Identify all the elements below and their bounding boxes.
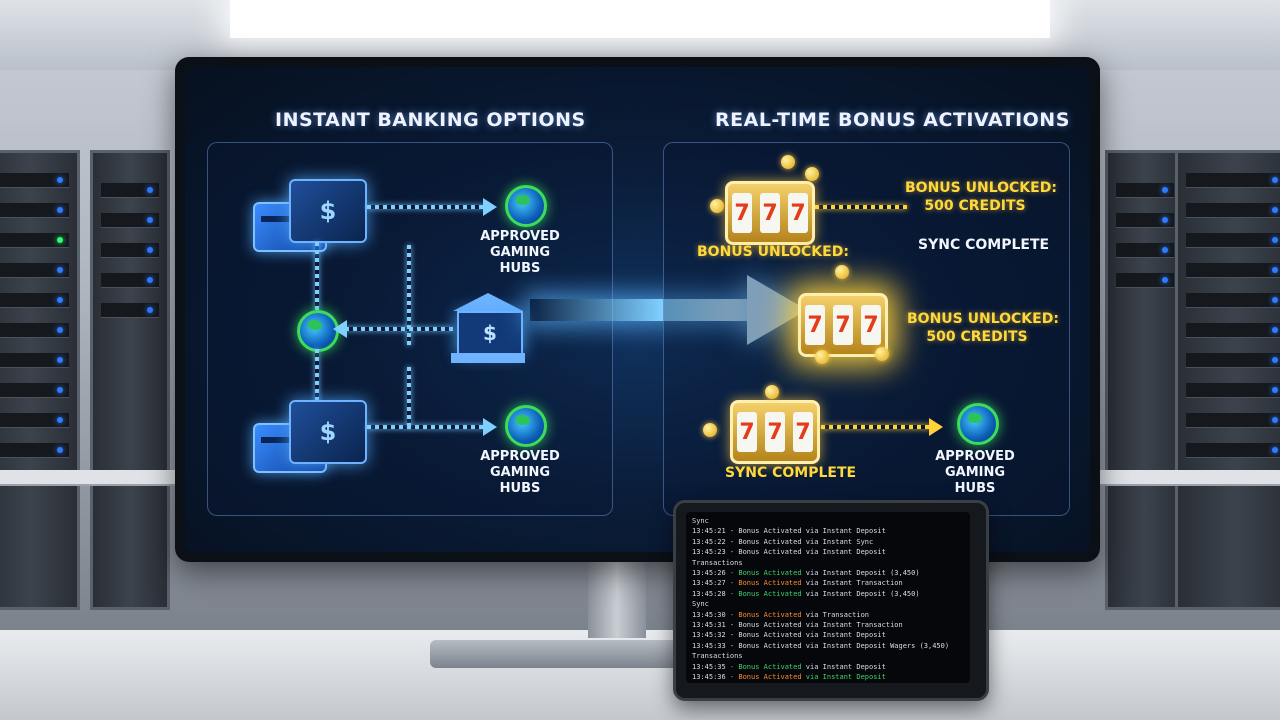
coin-icon	[710, 199, 724, 213]
log-line: 13:45:32 - Bonus Activated via Instant D…	[692, 631, 886, 640]
log-line: 13:45:23 - Bonus Activated via Instant D…	[692, 548, 886, 557]
side-table-left	[0, 470, 178, 486]
tablet: Sync 13:45:21 - Bonus Activated via Insta…	[673, 500, 989, 701]
log-line: 13:45:28 - Bonus Activated via Instant D…	[692, 589, 920, 598]
log-line: 13:45:33 - Bonus Activated via Instant D…	[692, 641, 950, 650]
log-line: 13:45:35 - Bonus Activated via Instant D…	[692, 662, 886, 671]
log-line: Sync	[692, 517, 709, 525]
safe-dollar-icon: $	[289, 179, 367, 243]
coin-icon	[805, 167, 819, 181]
arrow-left-icon	[333, 320, 347, 338]
log-line: 13:45:36 - Bonus Activated via Instant D…	[692, 673, 886, 682]
globe-icon-middle	[297, 310, 339, 352]
gold-flow-line	[815, 205, 907, 209]
flow-line	[345, 327, 453, 331]
log-line: 13:45:21 - Bonus Activated via Instant D…	[692, 527, 886, 536]
safe-dollar-icon: $	[289, 400, 367, 464]
log-line: Sync	[692, 600, 709, 609]
log-line: 13:45:26 - Bonus Activated via Instant D…	[692, 569, 920, 578]
gold-flow-line	[821, 425, 931, 429]
log-line: 13:45:31 - Bonus Activated via Instant T…	[692, 621, 903, 630]
flow-line-vertical	[407, 245, 411, 345]
bonus-heading: REAL-TIME BONUS ACTIVATIONS	[715, 109, 1070, 131]
server-rack-right-outer	[1175, 150, 1280, 610]
log-line: 13:45:22 - Bonus Activated via Instant S…	[692, 537, 874, 546]
sync-complete-label-top: SYNC COMPLETE	[918, 237, 1050, 253]
flow-line	[367, 425, 485, 429]
transfer-arrow-icon	[530, 299, 750, 321]
server-rack-left-inner	[90, 150, 170, 610]
log-line: 13:45:30 - Bonus Activated via Transacti…	[692, 610, 870, 619]
log-line: 13:45:27 - Bonus Activated via Instant T…	[692, 579, 903, 588]
arrow-right-icon	[483, 198, 497, 216]
log-line: Transactions	[692, 558, 743, 567]
log-line: Transactions	[692, 652, 743, 661]
server-rack-right-inner	[1105, 150, 1185, 610]
globe-icon	[957, 403, 999, 445]
coin-icon	[875, 347, 889, 361]
globe-icon	[505, 405, 547, 447]
sync-complete-label-bottom: SYNC COMPLETE	[725, 465, 857, 481]
coin-icon	[703, 423, 717, 437]
coin-icon	[815, 350, 829, 364]
coin-icon	[781, 155, 795, 169]
flow-line	[367, 205, 485, 209]
transfer-arrow-head-icon	[747, 275, 807, 345]
coin-icon	[835, 265, 849, 279]
arrow-right-icon	[483, 418, 497, 436]
side-table-right	[1100, 470, 1280, 486]
bonus-unlocked-slot-label: BONUS UNLOCKED:	[697, 244, 849, 260]
globe-icon	[505, 185, 547, 227]
bonus-unlocked-label-top: BONUS UNLOCKED:500 CREDITS	[905, 180, 1057, 214]
monitor-stand-neck	[588, 548, 646, 638]
flow-line-vertical	[315, 349, 319, 404]
flow-line-vertical	[315, 242, 319, 312]
transaction-log[interactable]: Sync 13:45:21 - Bonus Activated via Insta…	[686, 512, 970, 683]
coin-icon	[765, 385, 779, 399]
gold-arrow-right-icon	[929, 418, 943, 436]
ceiling-light	[230, 0, 1050, 38]
bank-icon: $	[451, 293, 525, 367]
flow-line-vertical	[407, 367, 411, 427]
bonus-unlocked-label-middle: BONUS UNLOCKED:500 CREDITS	[907, 311, 1059, 345]
server-rack-left-outer	[0, 150, 80, 610]
banking-heading: INSTANT BANKING OPTIONS	[275, 109, 586, 131]
